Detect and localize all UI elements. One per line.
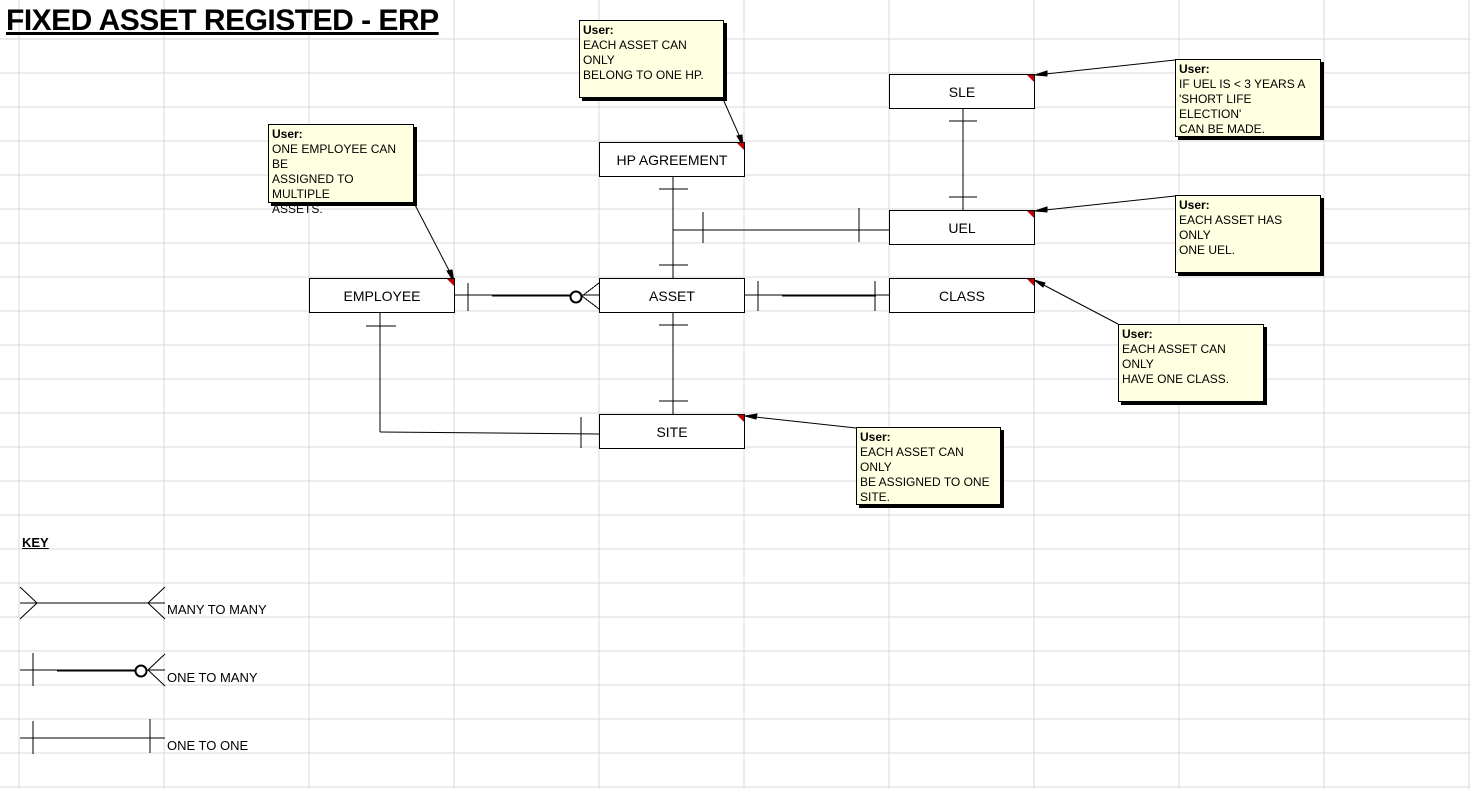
entity-site-label: SITE [656, 423, 688, 440]
entity-class-label: CLASS [939, 287, 985, 304]
comment-author: User: [272, 127, 303, 141]
entity-employee[interactable]: EMPLOYEE [309, 278, 455, 313]
many-to-many-symbol [19, 586, 166, 620]
entity-uel-label: UEL [948, 219, 976, 236]
comment-text: EACH ASSET HAS ONLY ONE UEL. [1179, 213, 1283, 257]
entity-site[interactable]: SITE [599, 414, 745, 449]
comment-indicator-icon [447, 279, 454, 286]
comment-author: User: [1179, 198, 1210, 212]
entity-uel[interactable]: UEL [889, 210, 1035, 245]
entity-asset[interactable]: ASSET [599, 278, 745, 313]
comment-author: User: [860, 430, 891, 444]
entity-sle-label: SLE [948, 83, 976, 100]
comment-uel[interactable]: User: EACH ASSET HAS ONLY ONE UEL. [1175, 195, 1321, 273]
comment-indicator-icon [1027, 211, 1034, 218]
employee-asset-crow-lower [581, 295, 600, 310]
entity-hp-agreement-label: HP AGREEMENT [616, 151, 728, 168]
comment-author: User: [583, 23, 614, 37]
comment-author: User: [1179, 62, 1210, 76]
key-symbols [19, 586, 166, 754]
comment-indicator-icon [1027, 75, 1034, 82]
comment-indicator-icon [737, 415, 744, 422]
diagram-title: FIXED ASSET REGISTED - ERP [6, 4, 439, 37]
comment-employee[interactable]: User: ONE EMPLOYEE CAN BE ASSIGNED TO MU… [268, 124, 414, 216]
entity-hp-agreement[interactable]: HP AGREEMENT [599, 142, 745, 177]
comment-text: IF UEL IS < 3 YEARS A 'SHORT LIFE ELECTI… [1179, 77, 1306, 136]
comment-text: EACH ASSET CAN ONLY HAVE ONE CLASS. [1122, 342, 1230, 386]
employee-site-line-horizontal [379, 431, 600, 435]
comment-indicator-icon [1027, 279, 1034, 286]
key-label-one-to-one: ONE TO ONE [167, 738, 249, 753]
key-label-one-to-many: ONE TO MANY [167, 670, 258, 685]
comment-hp[interactable]: User: EACH ASSET CAN ONLY BELONG TO ONE … [579, 20, 724, 98]
comment-arrows [413, 59, 1176, 429]
key-label-many-to-many: MANY TO MANY [167, 602, 267, 617]
comment-text: EACH ASSET CAN ONLY BELONG TO ONE HP. [583, 38, 704, 82]
comment-sle[interactable]: User: IF UEL IS < 3 YEARS A 'SHORT LIFE … [1175, 59, 1321, 137]
comment-text: ONE EMPLOYEE CAN BE ASSIGNED TO MULTIPLE… [272, 142, 397, 216]
one-to-one-symbol [20, 719, 165, 754]
entity-employee-label: EMPLOYEE [343, 287, 421, 304]
one-to-many-symbol [20, 653, 166, 687]
employee-asset-crow-upper [581, 282, 600, 297]
relationship-lines [366, 108, 977, 448]
comment-class[interactable]: User: EACH ASSET CAN ONLY HAVE ONE CLASS… [1118, 324, 1264, 402]
comment-author: User: [1122, 327, 1153, 341]
key-title: KEY [22, 535, 49, 550]
employee-asset-zero-circle [569, 290, 583, 304]
entity-asset-label: ASSET [649, 287, 695, 304]
entity-sle[interactable]: SLE [889, 74, 1035, 109]
comment-indicator-icon [737, 143, 744, 150]
comment-site[interactable]: User: EACH ASSET CAN ONLY BE ASSIGNED TO… [856, 427, 1001, 505]
entity-class[interactable]: CLASS [889, 278, 1035, 313]
comment-text: EACH ASSET CAN ONLY BE ASSIGNED TO ONE S… [860, 445, 990, 504]
